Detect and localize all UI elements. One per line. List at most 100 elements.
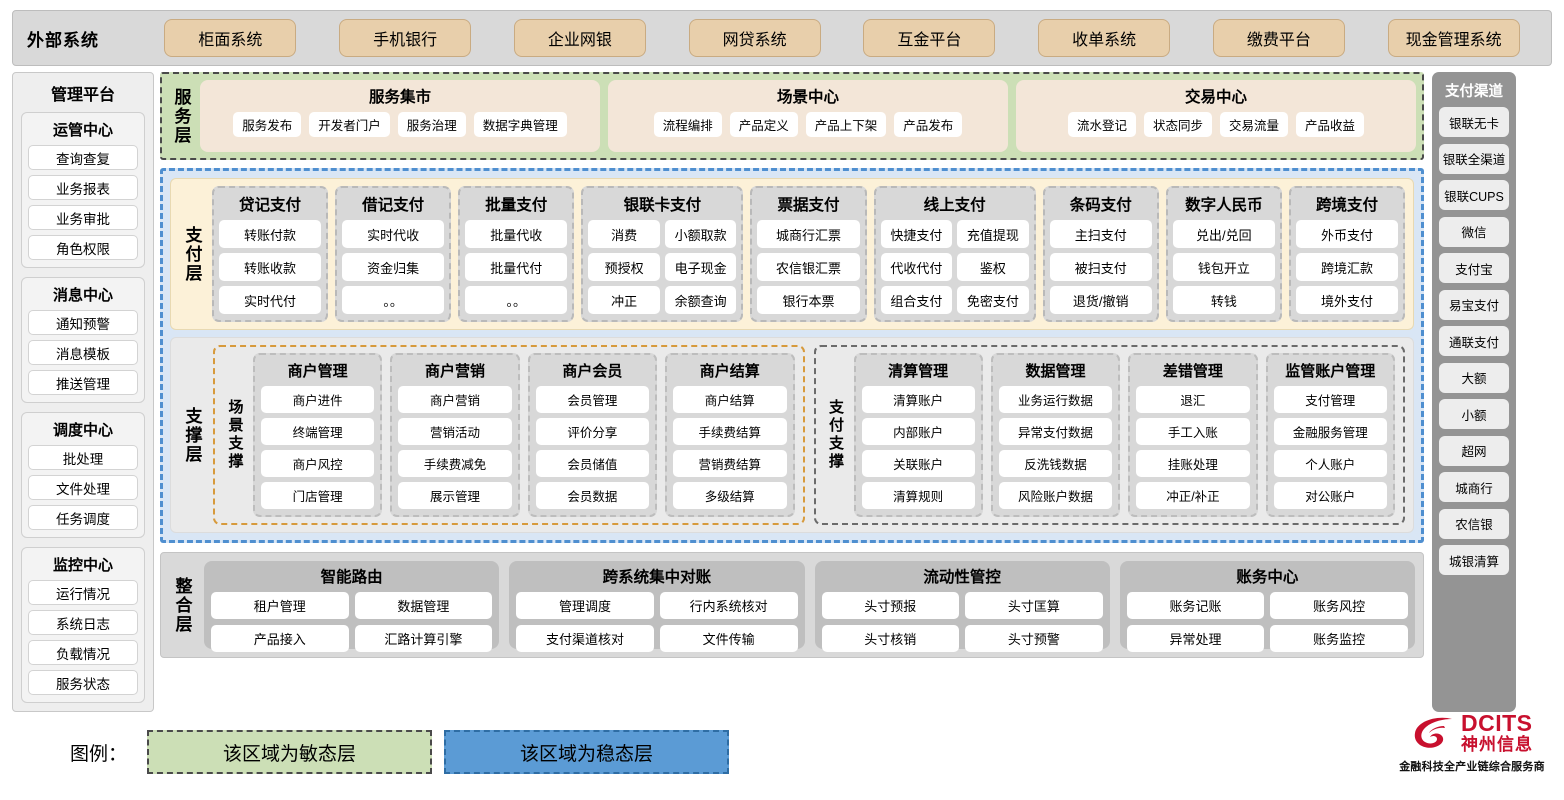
service-chip[interactable]: 产品发布 — [894, 112, 963, 137]
management-item[interactable]: 推送管理 — [28, 370, 138, 395]
support-cell[interactable]: 退汇 — [1136, 386, 1250, 413]
support-cell[interactable]: 会员管理 — [535, 386, 650, 413]
payment-cell[interactable]: 兑出/兑回 — [1172, 220, 1275, 248]
service-chip[interactable]: 产品上下架 — [805, 112, 887, 137]
management-item[interactable]: 消息模板 — [28, 340, 138, 365]
external-system-chip[interactable]: 企业网银 — [513, 19, 646, 57]
payment-cell[interactable]: 转账付款 — [219, 220, 322, 248]
service-chip[interactable]: 交易流量 — [1220, 112, 1289, 137]
integration-cell[interactable]: 数据管理 — [354, 592, 493, 619]
payment-cell[interactable]: 钱包开立 — [1172, 253, 1275, 281]
management-item[interactable]: 业务审批 — [28, 205, 138, 230]
management-item[interactable]: 服务状态 — [28, 670, 138, 695]
external-system-chip[interactable]: 柜面系统 — [164, 19, 297, 57]
integration-cell[interactable]: 头寸匡算 — [965, 592, 1103, 619]
external-system-chip[interactable]: 网贷系统 — [688, 19, 821, 57]
service-chip[interactable]: 产品定义 — [729, 112, 798, 137]
payment-channel-item[interactable]: 大额 — [1439, 362, 1509, 393]
support-cell[interactable]: 内部账户 — [861, 418, 975, 445]
integration-cell[interactable]: 租户管理 — [211, 592, 349, 619]
support-cell[interactable]: 异常支付数据 — [998, 418, 1113, 445]
support-cell[interactable]: 评价分享 — [535, 418, 650, 445]
payment-cell[interactable]: 境外支付 — [1295, 286, 1399, 314]
payment-cell[interactable]: 银行本票 — [757, 286, 860, 314]
management-item[interactable]: 角色权限 — [28, 235, 138, 260]
support-cell[interactable]: 商户风控 — [261, 450, 375, 477]
support-cell[interactable]: 手工入账 — [1136, 418, 1250, 445]
support-cell[interactable]: 清算规则 — [861, 482, 975, 509]
payment-cell[interactable]: 免密支付 — [957, 286, 1029, 314]
support-cell[interactable]: 关联账户 — [861, 450, 975, 477]
payment-channel-item[interactable]: 银联无卡 — [1439, 107, 1509, 137]
payment-cell[interactable]: 鉴权 — [957, 253, 1029, 281]
payment-channel-item[interactable]: 超网 — [1439, 435, 1509, 466]
payment-cell[interactable]: 冲正 — [588, 286, 660, 314]
support-cell[interactable]: 商户进件 — [261, 386, 375, 413]
payment-cell[interactable]: 资金归集 — [342, 253, 445, 281]
service-chip[interactable]: 流水登记 — [1067, 112, 1136, 137]
payment-cell[interactable]: 小额取款 — [664, 220, 737, 248]
support-cell[interactable]: 支付管理 — [1273, 386, 1387, 413]
payment-cell[interactable]: 快捷支付 — [880, 220, 953, 248]
support-cell[interactable]: 冲正/补正 — [1136, 482, 1250, 509]
payment-channel-item[interactable]: 城商行 — [1439, 472, 1509, 502]
payment-channel-item[interactable]: 易宝支付 — [1439, 289, 1509, 320]
payment-channel-item[interactable]: 农信银 — [1439, 508, 1509, 539]
management-item[interactable]: 任务调度 — [28, 505, 138, 530]
payment-cell[interactable]: 跨境汇款 — [1295, 253, 1399, 281]
service-chip[interactable]: 状态同步 — [1143, 112, 1212, 137]
management-item[interactable]: 批处理 — [28, 445, 138, 470]
payment-cell[interactable]: 预授权 — [588, 253, 660, 281]
payment-channel-item[interactable]: 通联支付 — [1439, 326, 1509, 356]
management-item[interactable]: 通知预警 — [28, 310, 138, 335]
external-system-chip[interactable]: 现金管理系统 — [1387, 19, 1520, 57]
payment-channel-item[interactable]: 小额 — [1439, 399, 1509, 429]
payment-cell[interactable]: 被扫支付 — [1049, 253, 1152, 281]
management-item[interactable]: 文件处理 — [28, 475, 138, 500]
service-chip[interactable]: 服务发布 — [233, 112, 302, 137]
payment-cell[interactable]: 组合支付 — [880, 286, 953, 314]
payment-cell[interactable]: 实时代收 — [342, 220, 445, 248]
service-chip[interactable]: 流程编排 — [653, 112, 722, 137]
payment-cell[interactable]: 充值提现 — [957, 220, 1029, 248]
support-cell[interactable]: 金融服务管理 — [1273, 418, 1387, 445]
integration-cell[interactable]: 汇路计算引擎 — [354, 625, 493, 652]
integration-cell[interactable]: 账务监控 — [1270, 625, 1408, 652]
support-cell[interactable]: 反洗钱数据 — [998, 450, 1113, 477]
payment-cell[interactable]: 农信银汇票 — [757, 253, 860, 281]
payment-cell[interactable]: 代收代付 — [880, 253, 953, 281]
external-system-chip[interactable]: 收单系统 — [1038, 19, 1171, 57]
payment-cell[interactable]: 转账收款 — [219, 253, 322, 281]
support-cell[interactable]: 风险账户数据 — [998, 482, 1113, 509]
support-cell[interactable]: 门店管理 — [261, 482, 375, 509]
payment-cell[interactable]: 外币支付 — [1295, 220, 1399, 248]
service-chip[interactable]: 开发者门户 — [309, 112, 390, 137]
support-cell[interactable]: 终端管理 — [261, 418, 375, 445]
payment-cell[interactable]: 主扫支付 — [1049, 220, 1152, 248]
integration-cell[interactable]: 头寸预警 — [965, 625, 1103, 652]
support-cell[interactable]: 展示管理 — [398, 482, 512, 509]
payment-channel-item[interactable]: 支付宝 — [1439, 253, 1509, 283]
payment-channel-item[interactable]: 城银清算 — [1439, 545, 1509, 575]
support-cell[interactable]: 商户结算 — [673, 386, 787, 413]
integration-cell[interactable]: 头寸预报 — [821, 592, 960, 619]
support-cell[interactable]: 商户营销 — [398, 386, 512, 413]
payment-cell[interactable]: 退货/撤销 — [1049, 286, 1152, 314]
integration-cell[interactable]: 头寸核销 — [821, 625, 960, 652]
management-item[interactable]: 业务报表 — [28, 175, 138, 200]
payment-channel-item[interactable]: 银联全渠道 — [1439, 143, 1509, 174]
payment-cell[interactable]: 实时代付 — [219, 286, 322, 314]
support-cell[interactable]: 会员储值 — [535, 450, 650, 477]
support-cell[interactable]: 营销活动 — [398, 418, 512, 445]
support-cell[interactable]: 会员数据 — [535, 482, 650, 509]
integration-cell[interactable]: 账务风控 — [1270, 592, 1408, 619]
support-cell[interactable]: 营销费结算 — [673, 450, 787, 477]
payment-cell[interactable]: 转钱 — [1172, 286, 1275, 314]
payment-channel-item[interactable]: 银联CUPS — [1439, 180, 1509, 210]
integration-cell[interactable]: 文件传输 — [659, 625, 798, 652]
payment-cell[interactable]: 消费 — [588, 220, 660, 248]
external-system-chip[interactable]: 互金平台 — [863, 19, 996, 57]
payment-cell[interactable]: 批量代付 — [465, 253, 568, 281]
integration-cell[interactable]: 支付渠道核对 — [516, 625, 654, 652]
service-chip[interactable]: 服务治理 — [397, 112, 466, 137]
